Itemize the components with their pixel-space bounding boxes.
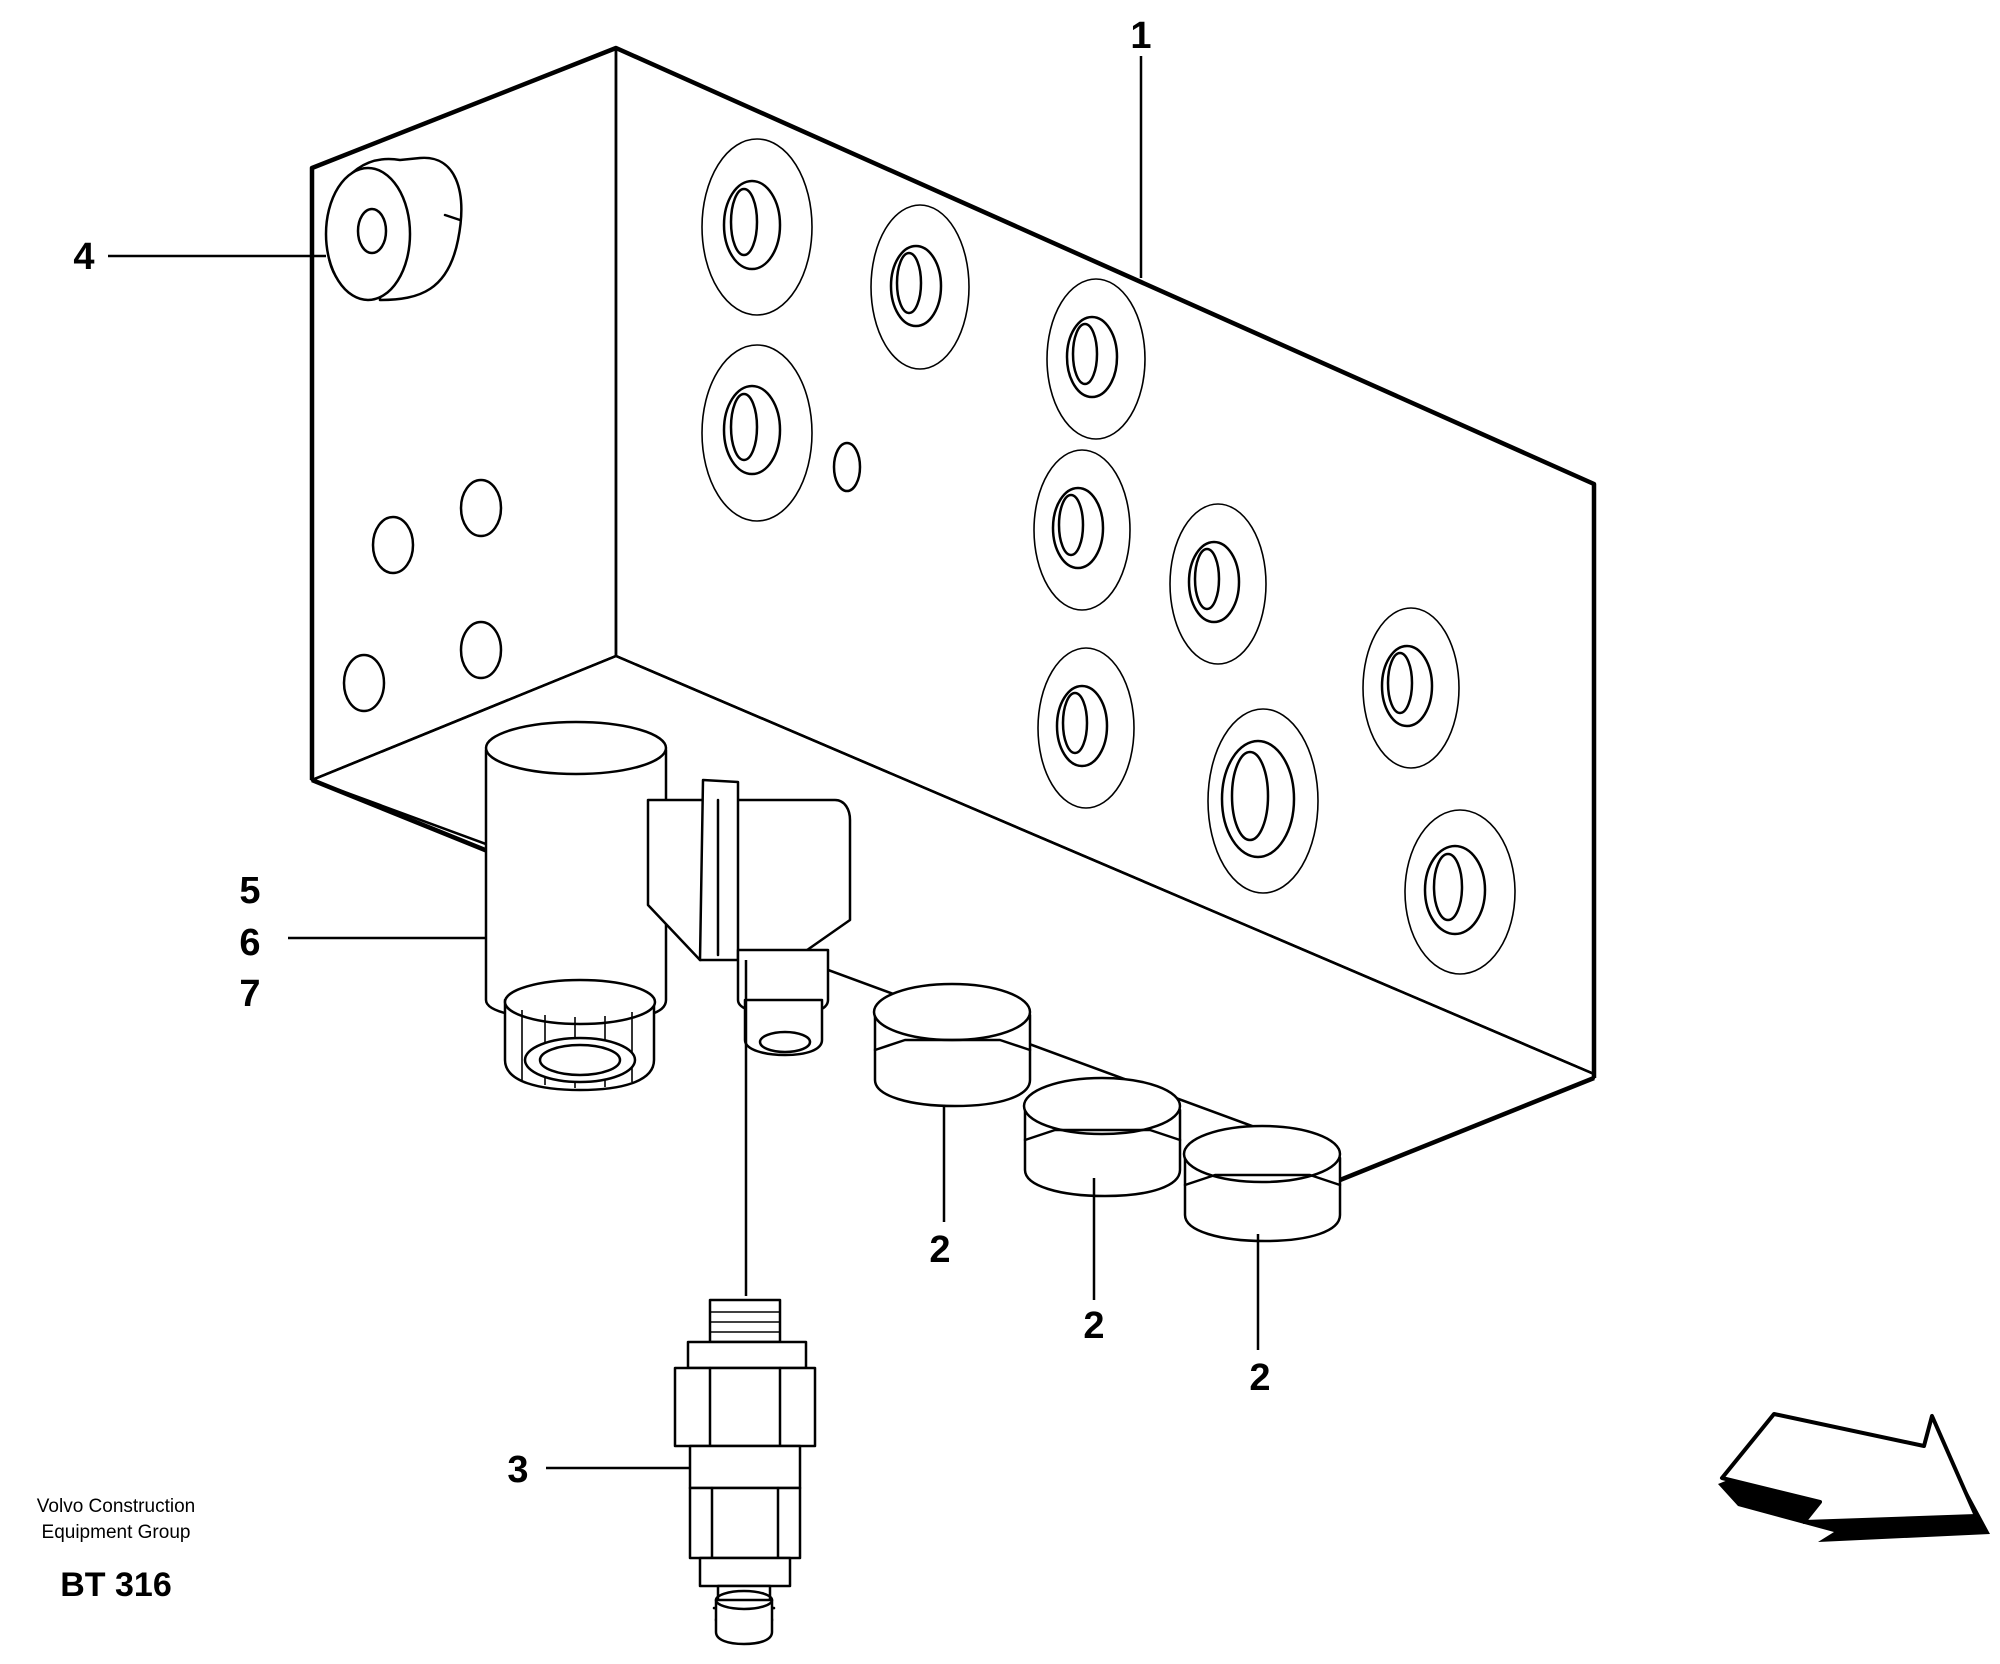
front-face-ports [701, 138, 1516, 975]
callout-2: 2 [1249, 1357, 1270, 1399]
callout-1: 1 [1130, 15, 1151, 57]
electrical-connector [646, 778, 852, 1057]
port [1037, 647, 1135, 809]
company-name-line-2: Equipment Group [42, 1522, 191, 1543]
callout-4: 4 [73, 236, 94, 278]
port [1404, 809, 1516, 975]
plug-2-c [1182, 1124, 1342, 1243]
callout-5: 5 [239, 870, 260, 912]
port [1046, 278, 1146, 440]
direction-arrow-icon [1718, 1412, 1990, 1542]
port [870, 204, 970, 370]
port [1207, 708, 1319, 894]
callout-7: 7 [239, 973, 260, 1015]
port [1362, 607, 1460, 769]
callout-6: 6 [239, 922, 260, 964]
end-face-holes [342, 478, 503, 713]
company-name-line-1: Volvo Construction [37, 1496, 195, 1517]
port [701, 344, 813, 522]
solenoid-coil [484, 720, 668, 1092]
pressure-valve-3 [673, 1298, 817, 1646]
drawing-code: BT 316 [60, 1566, 172, 1604]
plug-2-b [1022, 1076, 1182, 1198]
port [701, 138, 813, 316]
port [1033, 449, 1131, 611]
callout-2: 2 [1083, 1305, 1104, 1347]
end-plug-4 [324, 156, 463, 302]
plug-2-a [872, 982, 1032, 1108]
port [1169, 503, 1267, 665]
pilot-hole [832, 441, 862, 493]
leader-lines [108, 56, 1260, 1470]
callout-2: 2 [929, 1229, 950, 1271]
callout-3: 3 [507, 1449, 528, 1491]
